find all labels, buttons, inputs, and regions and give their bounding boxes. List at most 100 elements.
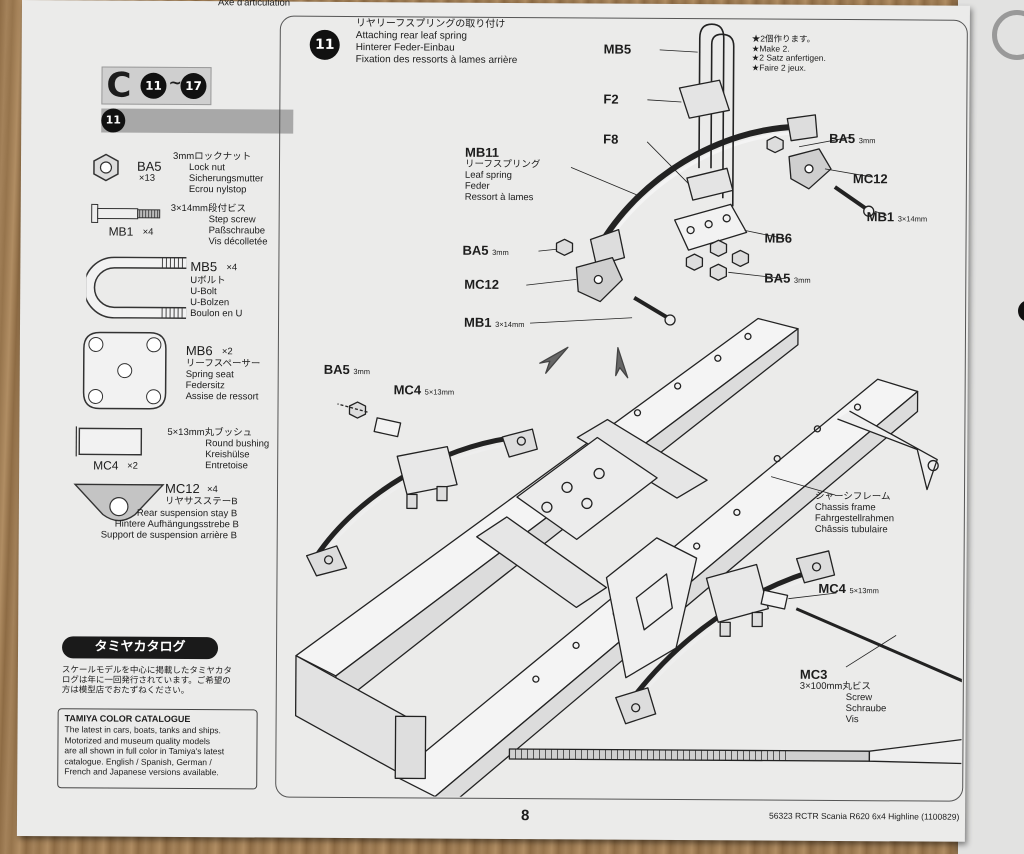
part-qty-mb6: ×2 (221, 346, 233, 358)
callout-mb11-jp: リーフスプリング (464, 158, 541, 171)
part-desc-mb5-en: U-Bolt (190, 286, 217, 298)
callout-mc12-right: MC12 (852, 171, 888, 187)
part-code-mc12: MC12 (164, 480, 200, 497)
step-screw-icon (91, 203, 161, 223)
callout-mc3-fr: Vis (845, 714, 859, 726)
callout-mc3: MC3 (799, 666, 828, 682)
spring-block-right (705, 563, 769, 623)
callout-mc3-en: Screw (845, 692, 873, 704)
part-desc-mb1-de: Paßschraube (208, 225, 266, 237)
section-letter: C (106, 65, 132, 106)
callout-ba5-top: BA5 3mm (829, 130, 876, 147)
u-bolt-exploded-2 (710, 33, 735, 207)
make-note: ★2個作ります。 ★Make 2. ★2 Satz anfertigen. ★F… (751, 33, 826, 73)
part-desc-mb5-jp: Uボルト (190, 275, 226, 287)
part-code-mc4: MC4 (93, 458, 119, 473)
catalog-body-1: The latest in cars, boats, tanks and shi… (64, 724, 221, 736)
parts-list: BA5 ×13 3mmロックナット Lock nut Sicherungsmut… (22, 0, 970, 541)
callout-mb11-de: Feder (464, 180, 490, 192)
step-title-jp: リヤリーフスプリングの取り付け (355, 18, 506, 30)
part-desc-mc4-de: Kreishülse (205, 449, 250, 461)
callout-ba5-left: BA5 3mm (462, 242, 509, 258)
part-desc-mc4-jp: 5×13mm丸ブッシュ (167, 426, 253, 439)
spacer-f8 (686, 167, 734, 201)
step-title-fr: Fixation des ressorts à lames arrière (355, 54, 518, 67)
callout-ba5-frame: BA5 3mm (323, 361, 371, 378)
manual-page: Axe d'articulation C 11 ~ 17 11 BA5 ×13 … (16, 0, 970, 842)
callout-mb11-fr: Ressort à lames (464, 191, 534, 204)
leaf-spring-exploded (595, 123, 800, 250)
part-code-mb6: MB6 (185, 343, 213, 359)
part-desc-mc12-de: Hintere Aufhängungsstrebe B (114, 518, 239, 531)
section-header: C 11 ~ 17 (101, 65, 212, 106)
frame-side-plate (605, 537, 698, 679)
part-code-ba5: BA5 (136, 158, 162, 174)
part-desc-ba5-jp: 3mmロックナット (173, 150, 252, 163)
part-desc-mb6-en: Spring seat (185, 369, 234, 381)
step-title-en: Attaching rear leaf spring (355, 30, 467, 42)
part-qty-mc12: ×4 (206, 484, 218, 496)
part-qty-mc4: ×2 (127, 460, 139, 472)
callout-chassis-de: Fahrgestellrahmen (814, 512, 895, 525)
parts-step-badge: 11 (101, 108, 126, 133)
part-desc-ba5-en: Lock nut (188, 162, 225, 174)
callout-f2: F2 (603, 91, 619, 107)
part-desc-mc4-fr: Entretoise (205, 460, 248, 472)
spacer-f2 (678, 79, 730, 119)
callout-chassis-en: Chassis frame (814, 501, 876, 514)
u-bolt-exploded-1 (698, 23, 725, 199)
callout-ba5-bottom: BA5 3mm (764, 270, 811, 286)
catalog-body-3: are all shown in full color in Tamiya's … (64, 745, 225, 757)
long-screw-mc3 (795, 607, 966, 694)
product-footer: 56323 RCTR Scania R620 6x4 Highline (110… (769, 810, 960, 822)
catalog-box: TAMIYA COLOR CATALOGUE The latest in car… (57, 708, 258, 790)
callout-mb6: MB6 (764, 230, 793, 246)
catalog-badge: タミヤカタログ (61, 636, 219, 660)
callout-mc4-right: MC4 5×13mm (818, 580, 879, 597)
part-desc-ba5-de: Sicherungsmutter (188, 173, 264, 185)
callout-mb5: MB5 (603, 41, 632, 57)
callout-chassis-jp: シャーシフレーム (814, 490, 891, 503)
part-desc-ba5-fr: Ecrou nylstop (188, 184, 247, 196)
callout-mc12-left: MC12 (464, 276, 500, 292)
step-title-de: Hinterer Feder-Einbau (355, 42, 455, 54)
cross-member-front (476, 516, 608, 609)
part-desc-mb5-fr: Boulon en U (190, 308, 243, 320)
part-desc-mc4-en: Round bushing (205, 438, 270, 450)
part-desc-mb1-fr: Vis décolletée (208, 236, 268, 248)
adjacent-step-badge (1018, 300, 1024, 322)
assembly-diagram (294, 23, 966, 800)
part-desc-mb5-de: U-Bolzen (190, 297, 230, 309)
rear-bracket (837, 410, 938, 491)
u-bolt-icon (86, 256, 187, 320)
part-qty-mb1: ×4 (142, 226, 154, 238)
callout-mb11: MB11 (465, 144, 500, 160)
part-desc-mc12-en: Rear suspension stay B (136, 507, 238, 520)
leaf-spring-right (623, 564, 828, 710)
part-desc-mb1-jp: 3×14mm段付ビス (170, 202, 246, 215)
callout-f8: F8 (603, 131, 619, 147)
spring-seat-icon (82, 331, 167, 410)
part-desc-mb6-jp: リーフスペーサー (185, 358, 261, 370)
catalog-jp-line-3: 方は模型店でおたずねください。 (61, 684, 190, 696)
step-parts-bar: 11 (101, 108, 294, 134)
adjacent-page-ring-icon (992, 10, 1024, 60)
section-to-step: 17 (180, 72, 207, 100)
part-desc-mb6-fr: Assise de ressort (185, 391, 259, 403)
part-desc-mc12-jp: リヤサスステーB (164, 495, 238, 508)
part-desc-mb6-de: Federsitz (185, 380, 225, 392)
suspension-stay-icon (73, 483, 165, 522)
step-number-badge: 11 (309, 29, 340, 60)
catalog-jp-text: スケールモデルを中心に掲載したタミヤカタ ログは年に一回発行されています。ご希望… (62, 664, 232, 695)
section-from-step: 11 (140, 72, 167, 99)
round-bushing-icon (75, 426, 143, 457)
insert-arrow-right (615, 346, 629, 379)
hex-lock-nut-icon (93, 153, 119, 182)
make-note-fr: ★Faire 2 jeux. (751, 61, 807, 73)
part-qty-mb5: ×4 (226, 262, 238, 274)
callout-mb1-left: MB1 3×14mm (463, 314, 525, 330)
callout-mc3-de: Schraube (845, 703, 887, 715)
center-plate (516, 436, 658, 541)
header-text: Axe d'articulation (217, 0, 291, 9)
insert-arrow-left (539, 346, 569, 374)
